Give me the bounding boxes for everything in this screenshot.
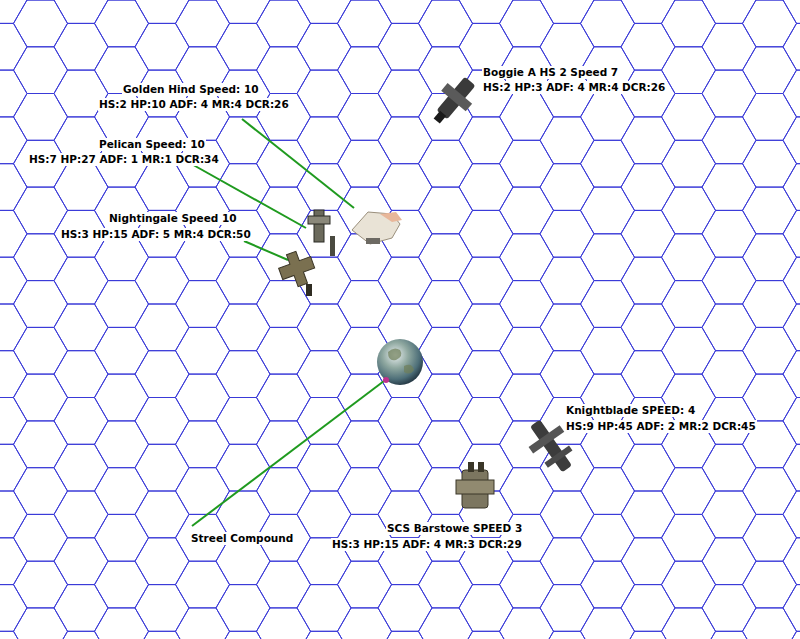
golden-hind-ship bbox=[352, 212, 402, 244]
ship-name: Nightingale Speed 10 bbox=[108, 212, 238, 225]
ship-stats: HS:2 HP:10 ADF: 4 MR:4 DCR:26 bbox=[98, 98, 290, 111]
leader-lines bbox=[188, 119, 384, 526]
location-label: Streel Compound bbox=[190, 532, 294, 545]
ship-name: Pelican Speed: 10 bbox=[98, 138, 206, 151]
ship-stats: HS:3 HP:15 ADF: 4 MR:3 DCR:29 bbox=[331, 538, 523, 551]
boggie-ship bbox=[424, 71, 482, 131]
pelican-ship bbox=[308, 210, 335, 256]
nightingale-ship bbox=[275, 247, 319, 296]
ship-stats: HS:2 HP:3 ADF: 4 MR:4 DCR:26 bbox=[482, 81, 666, 94]
ship-name: Boggie A HS 2 Speed 7 bbox=[482, 66, 619, 79]
planet bbox=[377, 339, 423, 385]
compound-marker bbox=[383, 377, 389, 383]
barstowe-ship bbox=[456, 462, 494, 508]
ship-name: SCS Barstowe SPEED 3 bbox=[386, 522, 523, 535]
ship-stats: HS:9 HP:45 ADF: 2 MR:2 DCR:45 bbox=[565, 420, 757, 433]
ship-name: Golden Hind Speed: 10 bbox=[122, 83, 260, 96]
ship-stats: HS:7 HP:27 ADF: 1 MR:1 DCR:34 bbox=[28, 153, 220, 166]
ship-name: Knightblade SPEED: 4 bbox=[565, 404, 696, 417]
ship-stats: HS:3 HP:15 ADF: 5 MR:4 DCR:50 bbox=[60, 228, 252, 241]
